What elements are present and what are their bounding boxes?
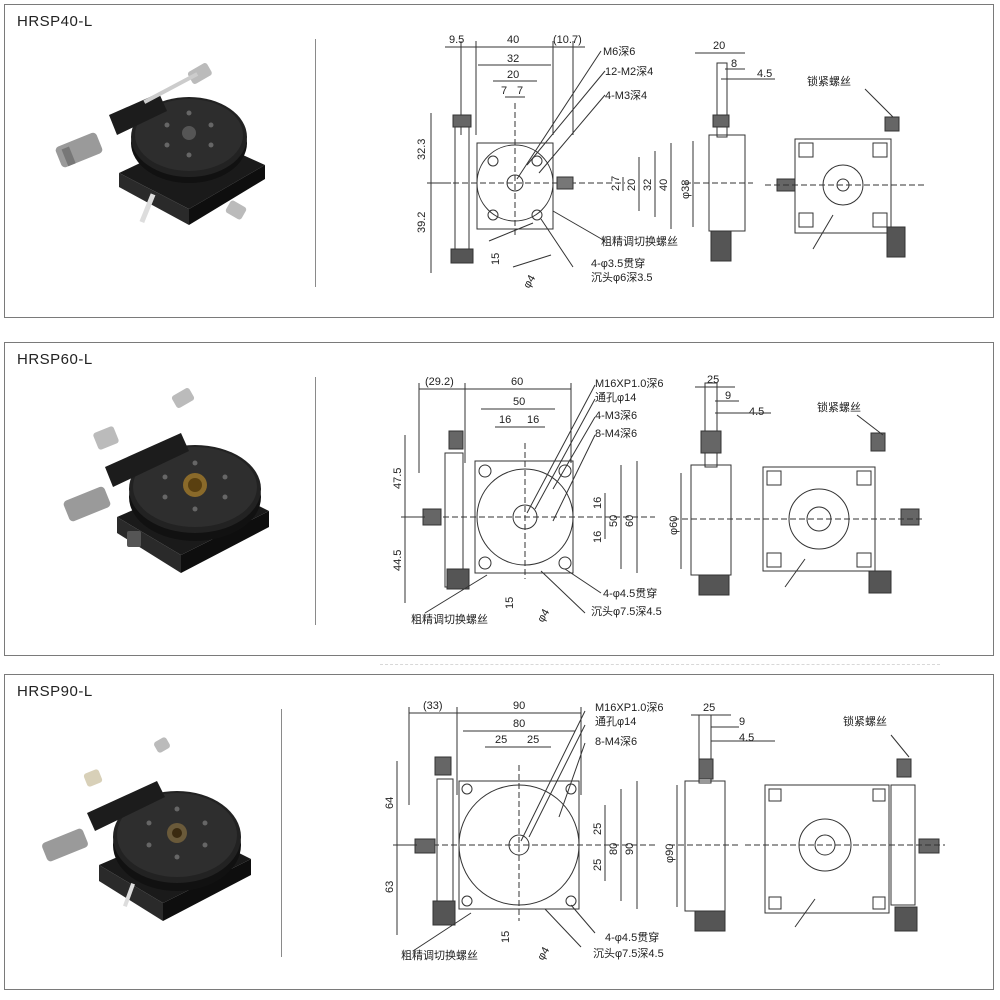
side-dim-4-5: 4.5	[749, 406, 764, 418]
technical-drawing: (33) 90 80 25 25 64 63 25 25 80 90 15 φ4…	[384, 700, 945, 963]
side-dim-20: 20	[713, 40, 725, 52]
dim-phi4: φ4	[535, 607, 552, 624]
dim-64: 64	[384, 797, 396, 809]
dim-9-5: 9.5	[449, 34, 464, 46]
note-through-hole: 4-φ3.5贯穿	[591, 256, 645, 270]
dim-r16a: 16	[592, 497, 604, 509]
technical-drawing: (29.2) 60 50 16 16 47.5 44.5 16 16 50 60…	[392, 374, 925, 626]
dim-r25b: 25	[592, 859, 604, 871]
dim-phi4: φ4	[521, 273, 538, 290]
product-photo	[42, 737, 251, 921]
dim-25a: 25	[495, 734, 507, 746]
side-dim-25: 25	[703, 702, 715, 714]
dim-r25a: 25	[592, 823, 604, 835]
panel-hrsp60: HRSP60-L	[4, 342, 994, 656]
technical-drawing: 9.5 40 (10.7) 32 20 7 7 32.3 39.2 2.7 20…	[416, 34, 925, 291]
side-dim-8: 8	[731, 58, 737, 70]
panel-title: HRSP90-L	[17, 683, 93, 700]
panel-divider	[315, 39, 316, 287]
note-lock-screw: 锁紧螺丝	[817, 400, 861, 414]
dim-15: 15	[504, 597, 516, 609]
dim-15: 15	[490, 253, 502, 265]
panel-title: HRSP40-L	[17, 13, 93, 30]
dim-25b: 25	[527, 734, 539, 746]
dim-32: 32	[507, 53, 519, 65]
product-photo	[63, 388, 269, 573]
dim-33: (33)	[423, 700, 443, 712]
note-m3: 4-M3深6	[595, 409, 637, 422]
dim-80: 80	[513, 718, 525, 730]
dim-r50: 50	[608, 515, 620, 527]
side-dim-4-5: 4.5	[757, 68, 772, 80]
note-lock-screw: 锁紧螺丝	[843, 714, 887, 728]
dim-r40: 40	[658, 179, 670, 191]
note-counterbore: 沉头φ6深3.5	[591, 271, 653, 284]
dim-50: 50	[513, 396, 525, 408]
note-coarse-fine: 粗精调切换螺丝	[401, 948, 478, 962]
dim-r16b: 16	[592, 531, 604, 543]
note-through-hole: 4-φ4.5贯穿	[605, 930, 659, 944]
side-dim-9: 9	[725, 390, 731, 402]
side-dim-phi90: φ90	[664, 844, 676, 863]
dim-44-5: 44.5	[392, 550, 404, 571]
panel-title: HRSP60-L	[17, 351, 93, 368]
note-m4: 8-M4深6	[595, 427, 637, 440]
note-counterbore: 沉头φ7.5深4.5	[593, 947, 664, 960]
side-dim-phi60: φ60	[668, 516, 680, 535]
note-m16: M16XP1.0深6	[595, 701, 663, 714]
dim-60: 60	[511, 376, 523, 388]
note-lock-screw: 锁紧螺丝	[807, 74, 851, 88]
note-counterbore: 沉头φ7.5深4.5	[591, 605, 662, 618]
note-coarse-fine: 粗精调切换螺丝	[411, 612, 488, 626]
dim-47-5: 47.5	[392, 468, 404, 489]
dim-r80: 80	[608, 843, 620, 855]
dim-r90: 90	[624, 843, 636, 855]
dim-15: 15	[500, 931, 512, 943]
note-through: 通孔φ14	[595, 715, 636, 728]
side-dim-4-5: 4.5	[739, 732, 754, 744]
dim-16b: 16	[527, 414, 539, 426]
note-m2: 12-M2深4	[605, 65, 653, 78]
dim-r32: 32	[642, 179, 654, 191]
side-dim-phi38: φ38	[680, 180, 692, 199]
dim-90: 90	[513, 700, 525, 712]
dim-r60: 60	[624, 515, 636, 527]
dim-32-3: 32.3	[416, 139, 428, 160]
dim-7b: 7	[517, 85, 523, 97]
dim-29-2: (29.2)	[425, 376, 454, 388]
dim-63: 63	[384, 881, 396, 893]
note-m16: M16XP1.0深6	[595, 377, 663, 390]
note-m6: M6深6	[603, 45, 635, 58]
note-coarse-fine: 粗精调切换螺丝	[601, 234, 678, 248]
dim-r2-7: 2.7	[610, 176, 622, 191]
side-dim-25: 25	[707, 374, 719, 386]
dim-7a: 7	[501, 85, 507, 97]
note-m4: 8-M4深6	[595, 735, 637, 748]
note-through-hole: 4-φ4.5贯穿	[603, 586, 657, 600]
dim-phi4: φ4	[535, 945, 552, 962]
side-dim-9: 9	[739, 716, 745, 728]
dim-r20: 20	[626, 179, 638, 191]
dim-20: 20	[507, 69, 519, 81]
panel-hrsp40: HRSP40-L	[4, 4, 994, 318]
note-through: 通孔φ14	[595, 391, 636, 404]
panel-divider	[281, 709, 282, 957]
note-m3: 4-M3深4	[605, 89, 647, 102]
dim-16a: 16	[499, 414, 511, 426]
panel-hrsp90: HRSP90-L	[4, 674, 994, 990]
dim-39-2: 39.2	[416, 212, 428, 233]
panel-divider	[315, 377, 316, 625]
dim-40: 40	[507, 34, 519, 46]
dim-10-7: (10.7)	[553, 34, 582, 46]
separator-line	[380, 664, 940, 665]
product-photo	[55, 63, 265, 225]
